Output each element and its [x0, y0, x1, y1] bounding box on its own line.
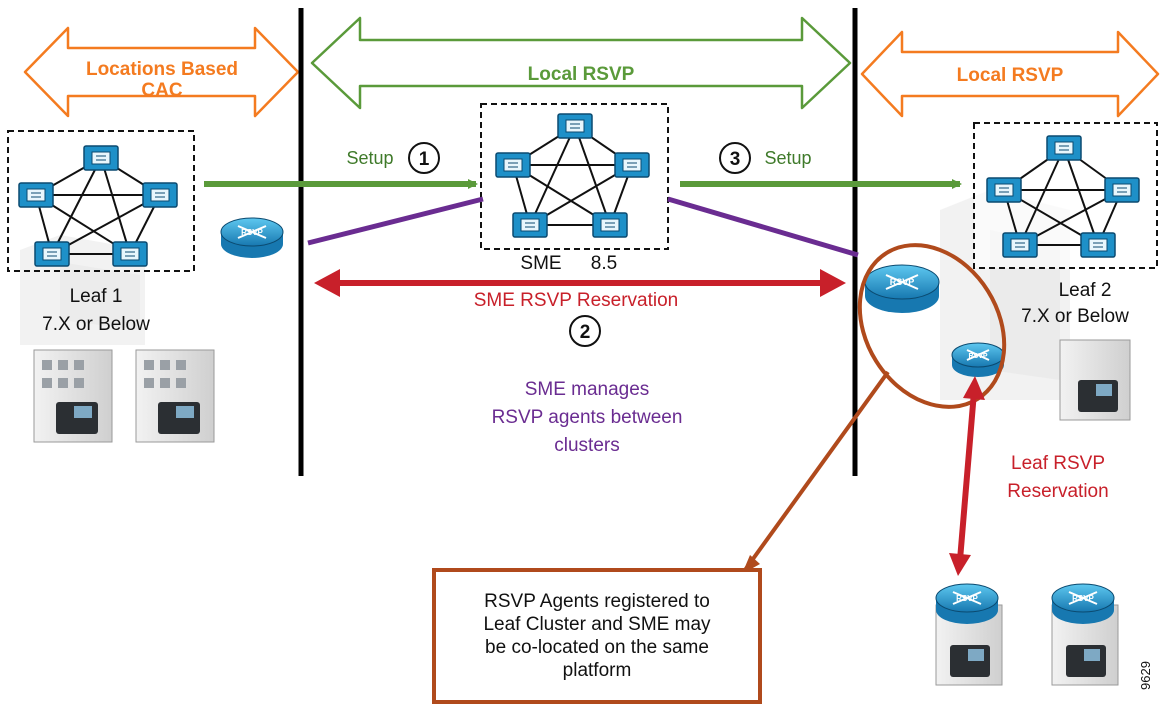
- server-icon: [512, 212, 548, 238]
- rsvp-router-icon: RSVP: [864, 264, 940, 313]
- sme-manages-line1: SME manages: [525, 379, 650, 400]
- router-label: RSVP: [956, 594, 978, 603]
- sme-version: 8.5: [591, 253, 617, 274]
- zone-left-label-line2: CAC: [141, 80, 182, 101]
- callout-line: [743, 370, 890, 572]
- rsvp-router-icon: RSVP: [935, 583, 999, 624]
- zone-arrow-middle: [310, 16, 852, 110]
- step2-circle: [569, 315, 601, 347]
- rsvp-router-icon: RSVP: [1051, 583, 1115, 624]
- router-label: RSVP: [890, 277, 915, 287]
- router-label: RSVP: [1072, 594, 1094, 603]
- sme-rsvp-reservation-arrow: [314, 269, 846, 297]
- server-icon: [1104, 177, 1140, 203]
- leaf-rsvp-line2: Reservation: [1007, 481, 1108, 502]
- router-label: RSVP: [968, 353, 987, 360]
- building-icon: [33, 349, 113, 443]
- purple-line-left: [307, 196, 484, 246]
- purple-line-right: [667, 196, 859, 258]
- step1-circle: [408, 142, 440, 174]
- sme-manages-line2: RSVP agents between: [492, 407, 683, 428]
- zone-middle-label: Local RSVP: [528, 64, 635, 85]
- router-label: RSVP: [241, 228, 263, 237]
- leaf-rsvp-line1: Leaf RSVP: [1011, 453, 1105, 474]
- server-icon: [986, 177, 1022, 203]
- zone-arrow-left: [23, 26, 300, 118]
- leaf1-name: Leaf 1: [70, 286, 123, 307]
- step2-number: 2: [580, 322, 591, 343]
- step3-label: Setup: [764, 148, 811, 168]
- zone-left-label-line1: Locations Based: [86, 59, 238, 80]
- callout-note-box: RSVP Agents registered to Leaf Cluster a…: [432, 568, 762, 704]
- server-icon: [1080, 232, 1116, 258]
- sme-name: SME: [520, 253, 561, 274]
- server-icon: [495, 152, 531, 178]
- step1-label: Setup: [346, 148, 393, 168]
- server-icon: [557, 113, 593, 139]
- step3-circle: [719, 142, 751, 174]
- server-icon: [83, 145, 119, 171]
- rsvp-router-icon: RSVP: [951, 342, 1005, 377]
- zone-arrow-right: [860, 30, 1160, 118]
- zone-right-label: Local RSVP: [957, 65, 1064, 86]
- server-icon: [34, 241, 70, 267]
- building-icon: [135, 349, 215, 443]
- callout-note-text: RSVP Agents registered to Leaf Cluster a…: [483, 591, 711, 681]
- server-icon: [614, 152, 650, 178]
- leaf2-cluster: [973, 122, 1158, 269]
- server-icon: [18, 182, 54, 208]
- leaf1-version: 7.X or Below: [42, 314, 150, 335]
- leaf2-name: Leaf 2: [1059, 280, 1112, 301]
- step2-label: SME RSVP Reservation: [474, 290, 679, 311]
- server-icon: [1046, 135, 1082, 161]
- figure-id: 9629: [1138, 661, 1153, 690]
- step1-number: 1: [419, 149, 430, 170]
- leaf1-cluster: [7, 130, 195, 272]
- server-icon: [112, 241, 148, 267]
- step3-number: 3: [730, 149, 741, 170]
- leaf-rsvp-reservation-arrow: [949, 376, 985, 576]
- sme-manages-line3: clusters: [554, 435, 619, 456]
- server-icon: [592, 212, 628, 238]
- rsvp-router-icon: RSVP: [220, 217, 284, 258]
- server-icon: [1002, 232, 1038, 258]
- sme-cluster: [480, 103, 669, 250]
- leaf2-version: 7.X or Below: [1021, 306, 1129, 327]
- server-icon: [142, 182, 178, 208]
- building-icon: [1059, 339, 1131, 421]
